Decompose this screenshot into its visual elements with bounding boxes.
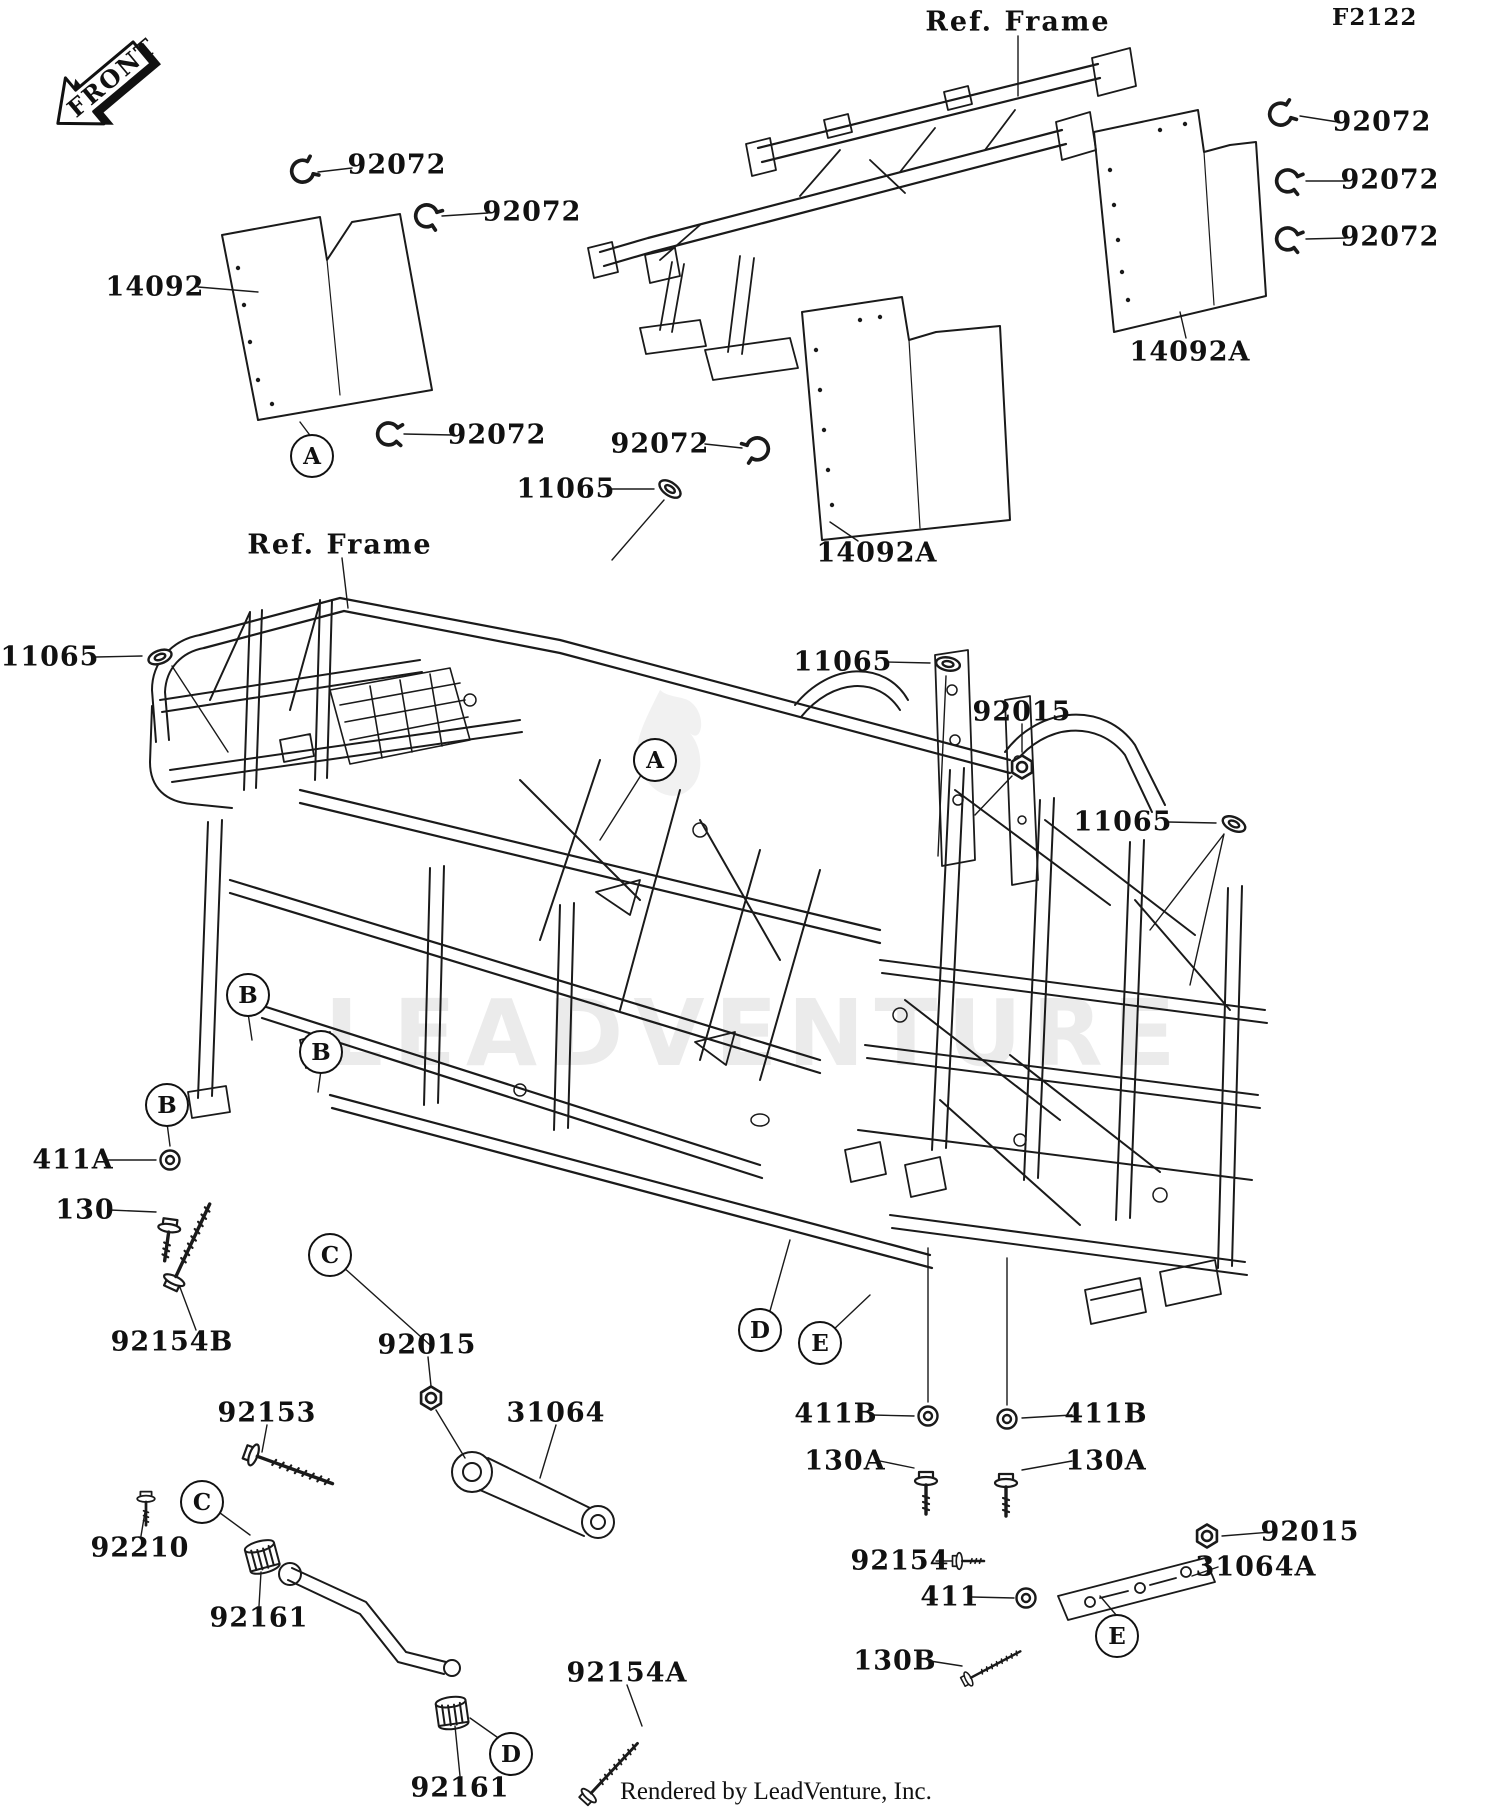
leadventure-watermark: LEADVENTURE — [324, 980, 1186, 1087]
circlip-icon — [1272, 223, 1305, 255]
plate-14092a-center-drawing — [801, 296, 1011, 541]
watermark-flame — [636, 690, 702, 796]
washer-icon — [159, 1149, 181, 1171]
bracket-31064a-drawing — [1057, 1557, 1216, 1621]
circlip-icon — [1272, 165, 1305, 197]
circlip-icon — [410, 200, 445, 233]
front-arrow-label: FRONT — [61, 32, 162, 123]
washer-icon — [1015, 1587, 1037, 1609]
circlip-icon — [1264, 97, 1299, 130]
grommet-icon — [933, 654, 963, 674]
bolt-icon — [135, 1490, 157, 1527]
bolt-icon — [152, 1215, 184, 1264]
nut-icon — [419, 1385, 443, 1411]
control-arm-31064-drawing — [278, 1451, 615, 1677]
bushing-icon — [242, 1536, 282, 1578]
bushing-icon — [434, 1694, 471, 1732]
front-arrow-icon: FRONT — [56, 32, 163, 126]
nut-icon — [1010, 754, 1034, 780]
bolt-icon — [913, 1470, 939, 1516]
leader-lines — [95, 35, 1347, 1777]
circlip-icon — [286, 153, 321, 188]
footer-credit: Rendered by LeadVenture, Inc. — [620, 1778, 932, 1805]
plate-14092-drawing — [221, 213, 433, 421]
ref-frame-top-drawing — [587, 47, 1137, 381]
circlip-icon — [374, 420, 405, 448]
washer-icon — [917, 1405, 939, 1427]
bolt-icon — [993, 1472, 1019, 1518]
washer-icon — [996, 1408, 1018, 1430]
bolt-icon — [951, 1551, 986, 1571]
bolt-icon — [958, 1643, 1026, 1690]
main-frame-drawing — [149, 596, 1268, 1325]
nut-icon — [1195, 1523, 1219, 1549]
grommet-icon — [1219, 811, 1249, 837]
bolt-icon — [239, 1439, 338, 1496]
figure-code: F2122 — [1332, 4, 1418, 31]
circlip-icon — [739, 433, 774, 466]
plate-14092a-right-drawing — [1093, 109, 1267, 333]
grommet-icon — [655, 475, 685, 503]
grommet-icon — [145, 645, 175, 669]
